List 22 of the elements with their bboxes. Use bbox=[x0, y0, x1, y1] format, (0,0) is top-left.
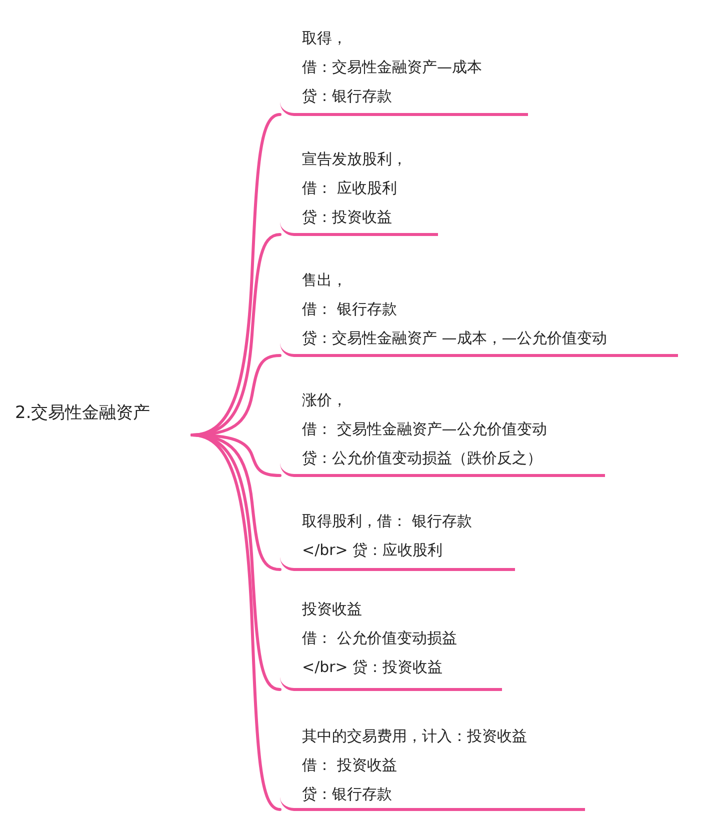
topic-text: 贷：投资收益 bbox=[302, 207, 393, 228]
topic-text: 取得股利，借： 银行存款 bbox=[302, 511, 473, 532]
topic-text: 借： 投资收益 bbox=[302, 755, 398, 776]
topic-text: 其中的交易费用，计入：投资收益 bbox=[302, 726, 528, 747]
topic-text: 宣告发放股利， bbox=[302, 149, 408, 170]
topic-text: 借： 公允价值变动损益 bbox=[302, 628, 458, 649]
root-topic: 2.交易性金融资产 bbox=[12, 396, 192, 434]
topic-text: 借： 应收股利 bbox=[302, 178, 398, 199]
topic-text: 投资收益 bbox=[302, 599, 363, 620]
branch-line bbox=[190, 434, 282, 811]
topic-text: 涨价， bbox=[302, 390, 348, 411]
topic-text: 贷：银行存款 bbox=[302, 86, 393, 107]
topic-text: 售出， bbox=[302, 270, 348, 291]
topic-text: 借： 交易性金融资产—公允价值变动 bbox=[302, 419, 548, 440]
topic-text: </br> 贷：应收股利 bbox=[302, 540, 444, 561]
topic-text: 贷：银行存款 bbox=[302, 784, 393, 805]
topic-text: 借： 银行存款 bbox=[302, 299, 398, 320]
topic-text: </br> 贷：投资收益 bbox=[302, 657, 444, 678]
topic-text: 贷：公允价值变动损益（跌价反之） bbox=[302, 448, 543, 469]
topic-text: 取得， bbox=[302, 28, 348, 49]
topic-text: 贷：交易性金融资产 —成本，—公允价值变动 bbox=[302, 328, 608, 349]
topic-text: 借：交易性金融资产—成本 bbox=[302, 57, 483, 78]
